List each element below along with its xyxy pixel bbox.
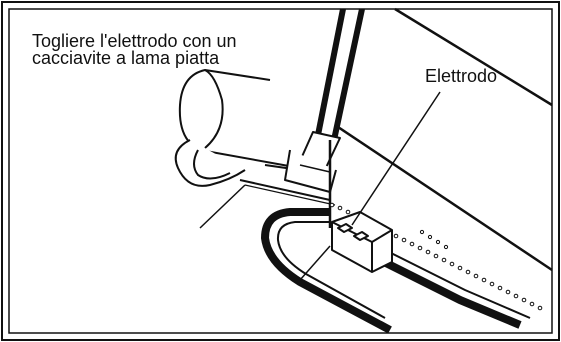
gasket-frame: [261, 208, 531, 334]
instruction-text-line1: Togliere l'elettrodo con un: [32, 31, 237, 51]
cylinder-holder: [174, 69, 336, 206]
instruction-leader-line: [199, 184, 246, 229]
electrode-block: [331, 211, 393, 273]
tray-dotted-edge: [329, 202, 543, 311]
screwdriver: [284, 8, 365, 193]
electrode-label: Elettrodo: [425, 66, 497, 86]
instruction-text-line2: cacciavite a lama piatta: [32, 48, 220, 68]
electrode-leader-line: [351, 91, 441, 226]
